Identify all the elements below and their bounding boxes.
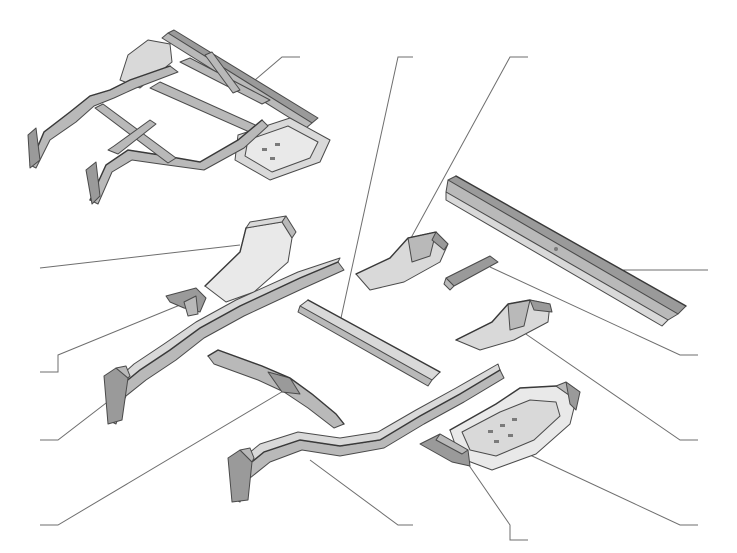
leader-front-crossmember (40, 389, 286, 526)
leader-rear-floor-pan (529, 454, 698, 526)
rear-support-bracket (455, 299, 553, 351)
leader-lines (39, 56, 708, 541)
leader-small-bracket (489, 266, 698, 356)
frame-rail-left (103, 257, 345, 425)
side-sill-rail (445, 175, 687, 327)
leader-frame-assembly (254, 56, 300, 81)
chassis-frame-assembly (27, 29, 331, 205)
front-bracket (165, 287, 207, 317)
frame-rail-right (227, 363, 505, 503)
leader-front-bracket (40, 304, 181, 373)
leader-front-floor-pan (39, 244, 241, 269)
leader-center-crossmember (340, 56, 413, 319)
corner-gusset (419, 433, 471, 467)
leader-rear-support (519, 329, 698, 441)
floor-pan-front-section (204, 215, 297, 303)
floor-pan-rear-section (449, 381, 581, 471)
crossmember-front (207, 349, 345, 429)
leader-left-frame-rail (40, 399, 111, 441)
floor-support-bracket (355, 231, 449, 291)
crossmember-center (297, 299, 441, 387)
small-mount-bracket (443, 255, 499, 291)
leader-right-frame-rail (309, 459, 413, 526)
leader-floor-support (399, 56, 528, 259)
leader-corner-gusset (454, 444, 528, 541)
